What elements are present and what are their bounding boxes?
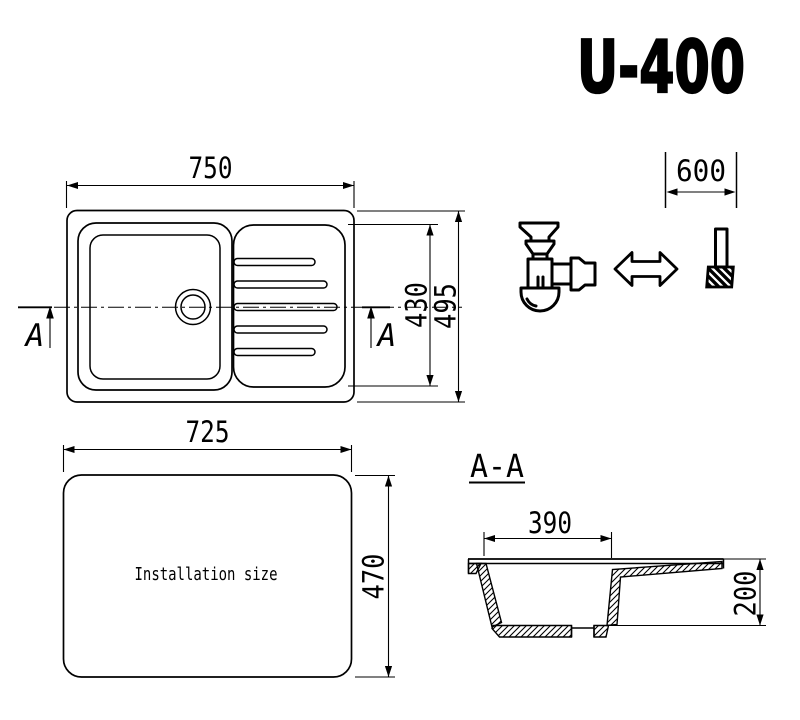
installation-view: Installation size 725 470 <box>62 415 395 678</box>
dim-label-200: 200 <box>729 571 763 617</box>
dim-cutout-depth-470: 470 <box>355 474 395 678</box>
section-right-wall-drainboard <box>606 560 723 627</box>
dim-cutout-width-725: 725 <box>62 415 353 472</box>
dim-overall-depth-495: 495 <box>357 210 465 403</box>
cabinet-hatched-base <box>705 265 735 289</box>
section-marker-a-right: A <box>376 318 397 354</box>
installation-cutout-outline <box>62 474 353 678</box>
dim-overall-width-750: 750 <box>65 151 355 208</box>
rib <box>233 257 316 267</box>
section-arrowhead-right <box>367 306 375 319</box>
section-drain-opening <box>570 625 595 637</box>
cabinet-base-icon <box>705 227 735 289</box>
sink-rim-outline <box>66 209 355 403</box>
section-arrowhead-left <box>46 306 54 319</box>
section-bottom-right <box>593 624 610 638</box>
section-left-wall <box>475 562 503 629</box>
cabinet-stem <box>714 227 729 269</box>
cabinet-fit-group: 600 <box>518 152 738 313</box>
dim-label-750: 750 <box>189 151 233 185</box>
dim-label-430: 430 <box>400 282 434 328</box>
section-view: A-A 390 <box>467 447 766 638</box>
installation-size-label: Installation size <box>135 564 278 585</box>
drainboard-outline <box>232 224 346 388</box>
siphon-trap-icon <box>518 221 597 313</box>
rib <box>233 347 316 357</box>
rib <box>233 280 328 289</box>
bowl-outer-outline <box>77 222 233 391</box>
dim-bowl-width-390: 390 <box>483 506 613 558</box>
section-bottom-left <box>491 624 573 638</box>
rib <box>233 325 328 334</box>
dim-label-470: 470 <box>357 554 391 600</box>
product-model-title: U-400 <box>577 25 745 109</box>
dim-bowl-depth-200: 200 <box>608 559 766 627</box>
dim-label-725: 725 <box>186 415 230 449</box>
section-marker-a-left: A <box>24 318 45 354</box>
double-arrow-icon <box>613 251 679 287</box>
dim-label-495: 495 <box>429 283 463 329</box>
dim-label-600: 600 <box>676 154 726 188</box>
sink-top-view: A A <box>18 209 462 403</box>
dim-label-390: 390 <box>528 506 572 540</box>
dim-inner-depth-430: 430 <box>348 223 438 387</box>
section-title: A-A <box>470 447 524 485</box>
